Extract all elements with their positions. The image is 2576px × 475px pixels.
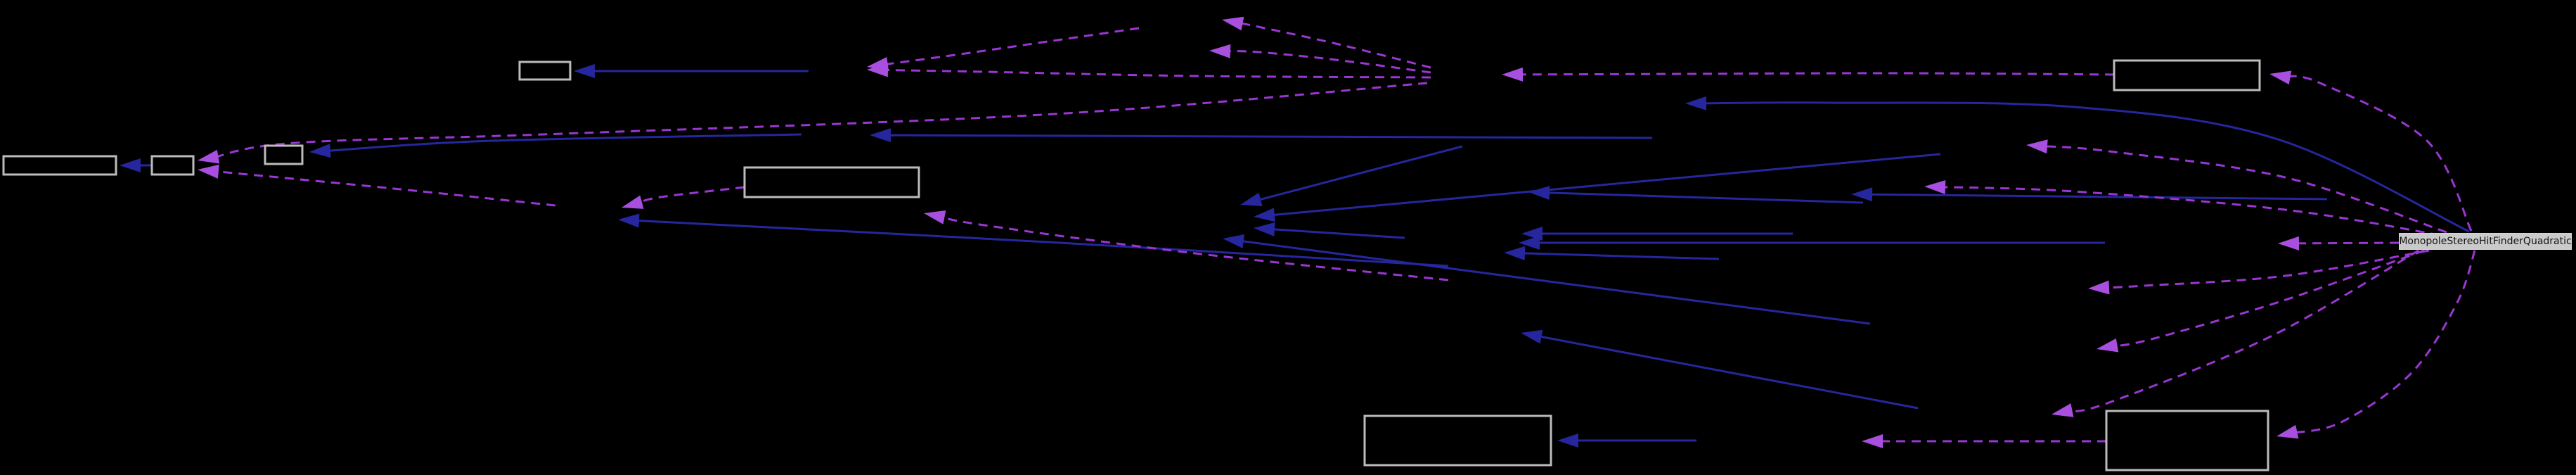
- class-node[interactable]: [2113, 59, 2261, 91]
- usage-edge: [2097, 249, 2425, 353]
- arrowhead-icon: [1240, 192, 1263, 207]
- arrowhead-icon: [2088, 280, 2110, 295]
- class-node[interactable]: [743, 166, 920, 198]
- arrowhead-icon: [1521, 329, 1543, 344]
- inheritance-edge: [1504, 246, 1720, 260]
- inheritance-edge: [309, 133, 802, 158]
- class-node[interactable]: [518, 61, 572, 81]
- arrowhead-icon: [1209, 44, 1231, 58]
- inheritance-edge: [1223, 234, 1871, 325]
- inheritance-edge: [1685, 96, 2470, 233]
- arrowhead-icon: [1254, 208, 1275, 222]
- inheritance-edge: [618, 213, 1449, 267]
- class-node[interactable]: [2, 155, 117, 176]
- class-node[interactable]: [1363, 414, 1552, 467]
- arrowhead-icon: [1557, 433, 1578, 448]
- arrowhead-icon: [618, 213, 640, 228]
- arrowhead-icon: [1222, 16, 1244, 31]
- arrowhead-icon: [1528, 185, 1550, 200]
- usage-edge: [622, 186, 745, 209]
- arrowhead-icon: [924, 210, 946, 224]
- arrowhead-icon: [1862, 434, 1883, 448]
- inheritance-edge: [870, 128, 1653, 143]
- usage-edge: [2278, 236, 2400, 251]
- inheritance-edge: [1521, 227, 1793, 241]
- arrowhead-icon: [2052, 403, 2074, 417]
- usage-edge: [198, 164, 556, 207]
- inheritance-edge: [1528, 185, 1864, 204]
- class-node[interactable]: [2105, 410, 2269, 471]
- inheritance-edge: [1254, 222, 1405, 239]
- inheritance-edge: [1851, 187, 2328, 202]
- usage-edge: [1222, 16, 1431, 69]
- usage-edge: [2269, 70, 2473, 232]
- arrowhead-icon: [1685, 96, 1707, 110]
- arrowhead-icon: [622, 195, 644, 209]
- usage-edge: [1924, 179, 2440, 236]
- usage-edge: [1862, 434, 2106, 448]
- arrowhead-icon: [2276, 424, 2299, 439]
- arrowhead-icon: [1502, 67, 1524, 82]
- arrowhead-icon: [1223, 234, 1245, 248]
- inheritance-edge: [1240, 145, 1463, 207]
- arrowhead-icon: [120, 158, 141, 172]
- arrowhead-icon: [198, 164, 219, 179]
- arrowhead-icon: [1504, 246, 1526, 260]
- usage-edge: [198, 82, 1428, 164]
- inheritance-edge: [1254, 153, 1941, 222]
- arrowhead-icon: [2278, 236, 2300, 251]
- usage-edge: [2052, 249, 2419, 417]
- arrowhead-icon: [2097, 338, 2119, 353]
- usage-edge: [867, 27, 1140, 71]
- inheritance-edge: [1521, 329, 1919, 410]
- main-class-node: MonopoleStereoHitFinderQuadratic: [2399, 233, 2572, 250]
- usage-edge: [1209, 44, 1431, 74]
- arrowhead-icon: [1924, 179, 1946, 194]
- usage-edge: [2026, 139, 2447, 234]
- arrowhead-icon: [867, 57, 889, 71]
- arrowhead-icon: [1254, 222, 1275, 236]
- arrowhead-icon: [198, 149, 220, 164]
- usage-edge: [2088, 249, 2430, 295]
- arrowhead-icon: [2026, 139, 2048, 154]
- class-node[interactable]: [150, 155, 195, 176]
- arrowhead-icon: [1851, 187, 1873, 202]
- arrowhead-icon: [1519, 236, 1540, 250]
- usage-edge: [867, 63, 1431, 79]
- inheritance-edge: [120, 158, 152, 172]
- inheritance-edge: [1557, 433, 1696, 448]
- arrowhead-icon: [2269, 70, 2292, 85]
- inheritance-edge: [574, 64, 809, 78]
- usage-edge: [2276, 250, 2476, 439]
- arrowhead-icon: [870, 128, 891, 143]
- usage-edge: [924, 210, 1449, 281]
- usage-edge: [1502, 67, 2115, 82]
- arrowhead-icon: [574, 64, 595, 78]
- arrowhead-icon: [309, 144, 331, 158]
- class-node[interactable]: [264, 144, 304, 165]
- inheritance-edge: [1519, 236, 2105, 250]
